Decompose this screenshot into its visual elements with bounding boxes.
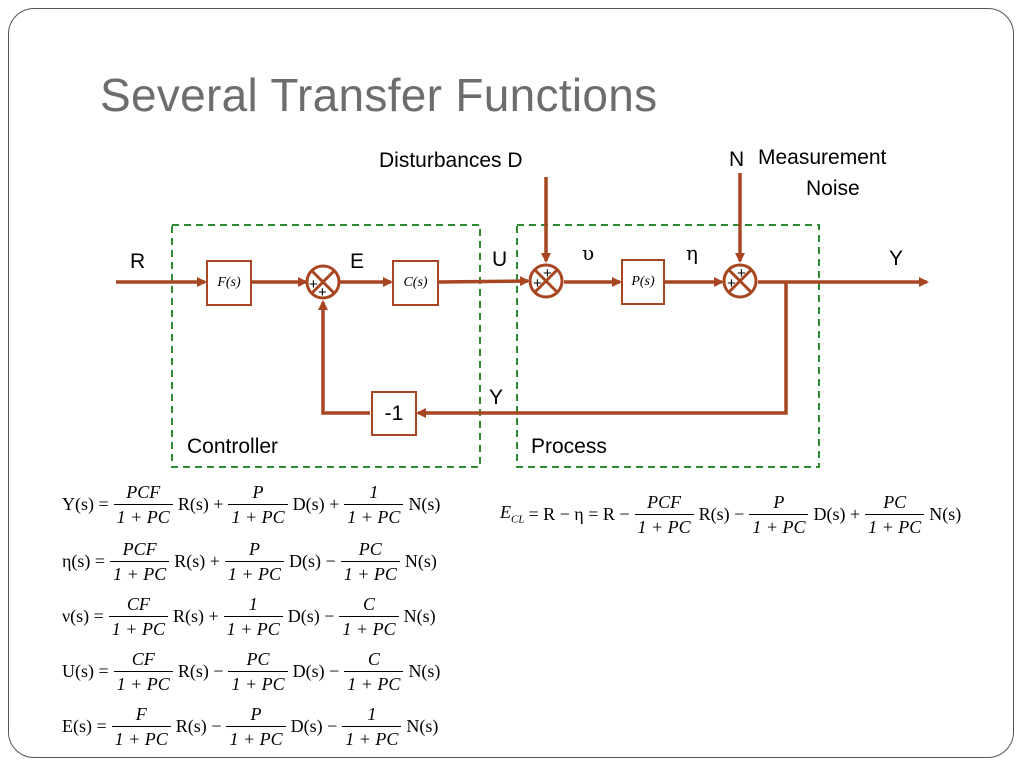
sum1-plus-left: + — [309, 276, 318, 293]
sum2-plus-top: + — [543, 265, 552, 282]
eta-label: η — [686, 241, 698, 265]
upsilon-label: υ — [582, 241, 595, 265]
u-signal-line — [438, 276, 530, 287]
eq-term: R(s) + — [174, 550, 220, 571]
sum1-plus-bottom: + — [318, 284, 327, 301]
slide-title: Several Transfer Functions — [100, 69, 658, 121]
eq-term: R(s) − — [175, 715, 222, 736]
eq-term: = R − η = R − — [528, 503, 630, 524]
eq-term: N(s) — [408, 660, 441, 681]
eq-term: R(s) + — [177, 493, 224, 514]
eq-term: D(s) − — [289, 550, 336, 571]
eq-term: N(s) — [406, 715, 439, 736]
eq-term: D(s) − — [287, 605, 335, 626]
eq-term: N(s) — [408, 493, 441, 514]
eq-lhs: ν(s) = — [62, 605, 104, 626]
noise-label: Noise — [806, 177, 860, 200]
eq-term: N(s) — [929, 503, 962, 524]
eq-lhs: Y(s) = — [62, 493, 109, 514]
sum2-plus-left: + — [533, 275, 542, 292]
eq-term: R(s) + — [172, 605, 219, 626]
feedback-line-1 — [416, 282, 788, 418]
y-output-label: Y — [889, 247, 904, 270]
c-block: C(s) — [392, 260, 439, 306]
eq-lhs: η(s) = — [62, 550, 106, 571]
disturbances-label: Disturbances D — [379, 149, 523, 172]
feedback-line-2 — [318, 300, 370, 415]
eq-term: D(s) − — [290, 715, 338, 736]
slide-frame — [8, 8, 1014, 758]
eq-lhs: U(s) = — [62, 660, 109, 681]
gain-block: -1 — [371, 391, 417, 436]
process-group-box — [516, 224, 820, 468]
controller-label: Controller — [187, 435, 279, 458]
e-label: E — [350, 250, 365, 273]
eq-lhs: ECL — [500, 502, 525, 526]
eq-term: R(s) − — [698, 503, 745, 524]
sum3-plus-top: + — [737, 265, 746, 282]
eq-term: R(s) − — [177, 660, 224, 681]
eq-term: N(s) — [404, 550, 437, 571]
u-label: U — [492, 248, 508, 271]
n-label: N — [729, 148, 745, 171]
f-block: F(s) — [206, 260, 252, 306]
controller-group-box — [171, 224, 481, 468]
eq-lhs: E(s) = — [62, 715, 107, 736]
eq-term: D(s) − — [292, 660, 340, 681]
eq-term: D(s) + — [813, 503, 861, 524]
p-block: P(s) — [621, 259, 665, 305]
eq-term: D(s) + — [292, 493, 340, 514]
sum3-plus-left: + — [727, 275, 736, 292]
process-label: Process — [531, 435, 607, 458]
eq-term: N(s) — [403, 605, 436, 626]
y-feedback-label: Y — [489, 386, 504, 409]
measurement-label: Measurement — [758, 146, 887, 169]
r-label: R — [130, 250, 146, 273]
